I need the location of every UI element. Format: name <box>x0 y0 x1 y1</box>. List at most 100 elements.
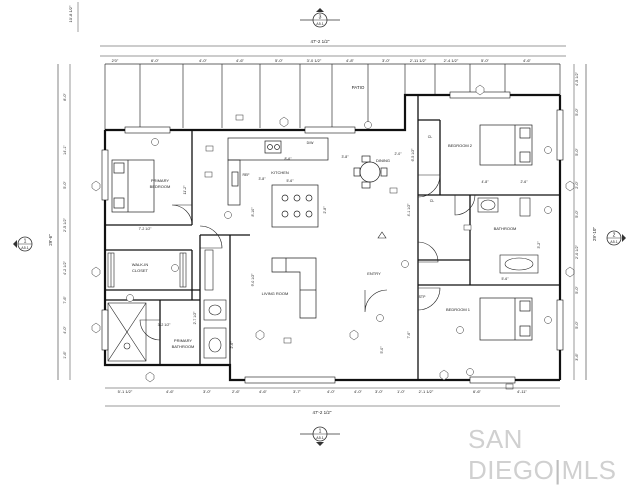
svg-text:3'-0": 3'-0" <box>375 389 384 394</box>
watermark-separator: | <box>554 455 562 485</box>
svg-text:29'-6": 29'-6" <box>48 234 53 246</box>
svg-text:29'-10": 29'-10" <box>592 227 597 241</box>
label-ref: REF <box>243 173 250 177</box>
dim-closet-w: 7'-2 1/2" <box>139 227 153 231</box>
svg-text:4'-0": 4'-0" <box>354 389 363 394</box>
svg-text:A5.1: A5.1 <box>610 240 617 244</box>
svg-text:2'-5 1/2": 2'-5 1/2" <box>63 217 67 232</box>
svg-text:2'-6": 2'-6" <box>232 389 241 394</box>
svg-text:5'-0": 5'-0" <box>275 58 284 63</box>
label-stp: STP <box>419 295 426 299</box>
section-marker-bottom: 1 A5.1 <box>300 426 340 446</box>
svg-text:3: 3 <box>319 15 322 21</box>
room-label-primary-bath-2: BATHROOM <box>172 344 195 349</box>
dim-kitchen-c: 3'-8" <box>259 177 267 181</box>
svg-text:2'-0": 2'-0" <box>575 181 579 189</box>
top-offset-dim: 10'-8 1/2" <box>68 5 73 22</box>
bedroom1-bed <box>479 297 533 341</box>
svg-text:4'-6": 4'-6" <box>523 58 532 63</box>
primary-bath-fixtures <box>107 249 227 362</box>
svg-text:6'-0": 6'-0" <box>151 58 160 63</box>
svg-text:5'-0": 5'-0" <box>575 148 579 156</box>
floor-plan: 3 A5.1 10'-8 1/2" 47'-2 1/2" 2'0" 6'-0" … <box>13 2 626 446</box>
dim-island: 2'-8" <box>323 206 327 214</box>
svg-text:5'-0": 5'-0" <box>481 58 490 63</box>
svg-text:1'-6": 1'-6" <box>63 351 67 359</box>
svg-text:4'-6": 4'-6" <box>166 389 175 394</box>
label-cl-2: CL <box>430 199 435 203</box>
svg-text:8'-0": 8'-0" <box>63 93 67 101</box>
section-marker-top: 3 A5.1 <box>300 8 340 28</box>
kitchen-counters <box>227 137 329 228</box>
section-marker-right: 2 A5.1 <box>606 230 626 246</box>
room-label-closet-2: CLOSET <box>132 268 149 273</box>
svg-text:2'-0 1/2": 2'-0 1/2" <box>575 244 579 259</box>
svg-text:6'-6": 6'-6" <box>473 389 482 394</box>
dim-bath-w: 3'-2 1/2" <box>158 323 172 327</box>
section-marker-left: 1 A5.1 <box>13 236 33 252</box>
svg-text:14'-1": 14'-1" <box>63 145 67 155</box>
dim-entry-b: 7'-6" <box>407 331 411 339</box>
dim-living-w: 8'-10" <box>251 207 255 217</box>
svg-text:3'-0": 3'-0" <box>382 58 391 63</box>
svg-text:3'-0 1/2": 3'-0 1/2" <box>307 58 322 63</box>
room-label-patio: PATIO <box>352 85 365 90</box>
room-label-primary-bedroom-1: PRIMARY <box>151 178 169 183</box>
svg-text:4'-0": 4'-0" <box>199 58 208 63</box>
svg-text:4'-2 1/2": 4'-2 1/2" <box>63 260 67 275</box>
interior-walls <box>105 95 560 380</box>
dim-entry-a: 5'-0" <box>380 346 384 354</box>
room-label-kitchen: KITCHEN <box>271 170 289 175</box>
dim-bath-a: 2'-6" <box>230 341 234 349</box>
svg-text:2'0": 2'0" <box>112 58 119 63</box>
svg-text:5'-0": 5'-0" <box>575 108 579 116</box>
watermark: SAN DIEGO|MLS <box>468 424 640 486</box>
dining-table <box>353 155 388 189</box>
bottom-overall-dimension: 47'-2 1/2" <box>105 405 560 415</box>
svg-text:2'-1 1/2": 2'-1 1/2" <box>419 389 434 394</box>
dim-kitchen-b: 5'-6" <box>287 179 295 183</box>
top-segment-dimensions: 2'0" 6'-0" 4'-0" 4'-6" 5'-0" 3'-0 1/2" 4… <box>100 55 566 63</box>
svg-text:4'-6": 4'-6" <box>236 58 245 63</box>
dim-bed2-b: 2'-6" <box>521 180 529 184</box>
dim-living-h: 9'-0 1/2" <box>251 273 255 287</box>
dim-hall-b: 4'-1 1/2" <box>407 203 411 217</box>
svg-text:5'-0": 5'-0" <box>575 286 579 294</box>
label-cl-1: CL <box>428 135 433 139</box>
svg-text:4'-0": 4'-0" <box>63 326 67 334</box>
room-label-closet-1: WALK-IN <box>132 262 149 267</box>
watermark-right: MLS <box>561 455 617 485</box>
room-label-bedroom1: BEDROOM 1 <box>446 307 471 312</box>
watermark-left: SAN DIEGO <box>468 424 555 485</box>
svg-text:47'-2 1/2": 47'-2 1/2" <box>311 39 330 44</box>
svg-text:2'-11 1/2": 2'-11 1/2" <box>410 58 427 63</box>
svg-text:2'-4 1/2": 2'-4 1/2" <box>444 58 459 63</box>
svg-text:5'-1 1/2": 5'-1 1/2" <box>118 389 133 394</box>
svg-text:4'-6": 4'-6" <box>259 389 268 394</box>
svg-text:4'-0": 4'-0" <box>327 389 336 394</box>
room-label-dining: DINING <box>376 158 390 163</box>
svg-text:2: 2 <box>613 233 616 239</box>
label-dw: D/W <box>307 141 315 145</box>
primary-bed <box>111 159 155 213</box>
svg-text:A5.1: A5.1 <box>316 436 323 440</box>
svg-text:4'-11": 4'-11" <box>517 389 527 394</box>
warning-triangle-icon <box>377 231 387 239</box>
svg-text:7'-6": 7'-6" <box>63 296 67 304</box>
svg-text:3'-0": 3'-0" <box>203 389 212 394</box>
room-label-bedroom2: BEDROOM 2 <box>448 143 473 148</box>
svg-text:4'-5 1/2": 4'-5 1/2" <box>575 71 579 86</box>
hall-bath-fixtures <box>477 197 539 274</box>
left-dimensions: 29'-6" 8'-0" 14'-1" 5'-0" 2'-5 1/2" 4'-2… <box>48 64 71 380</box>
dim-dining-a: 3'-8" <box>342 155 350 159</box>
svg-text:3'-6": 3'-6" <box>575 353 579 361</box>
room-label-primary-bedroom-2: BEDROOM <box>150 184 171 189</box>
svg-text:47'-2 1/2": 47'-2 1/2" <box>313 410 332 415</box>
svg-text:1: 1 <box>24 239 27 245</box>
room-label-living: LIVING ROOM <box>262 291 289 296</box>
dim-bath2-b: 3'-2" <box>537 241 541 249</box>
bedroom2-bed <box>479 124 533 166</box>
living-sofa <box>271 257 317 319</box>
dim-dining-b: 2'-0" <box>395 152 403 156</box>
svg-text:5'-0": 5'-0" <box>575 210 579 218</box>
